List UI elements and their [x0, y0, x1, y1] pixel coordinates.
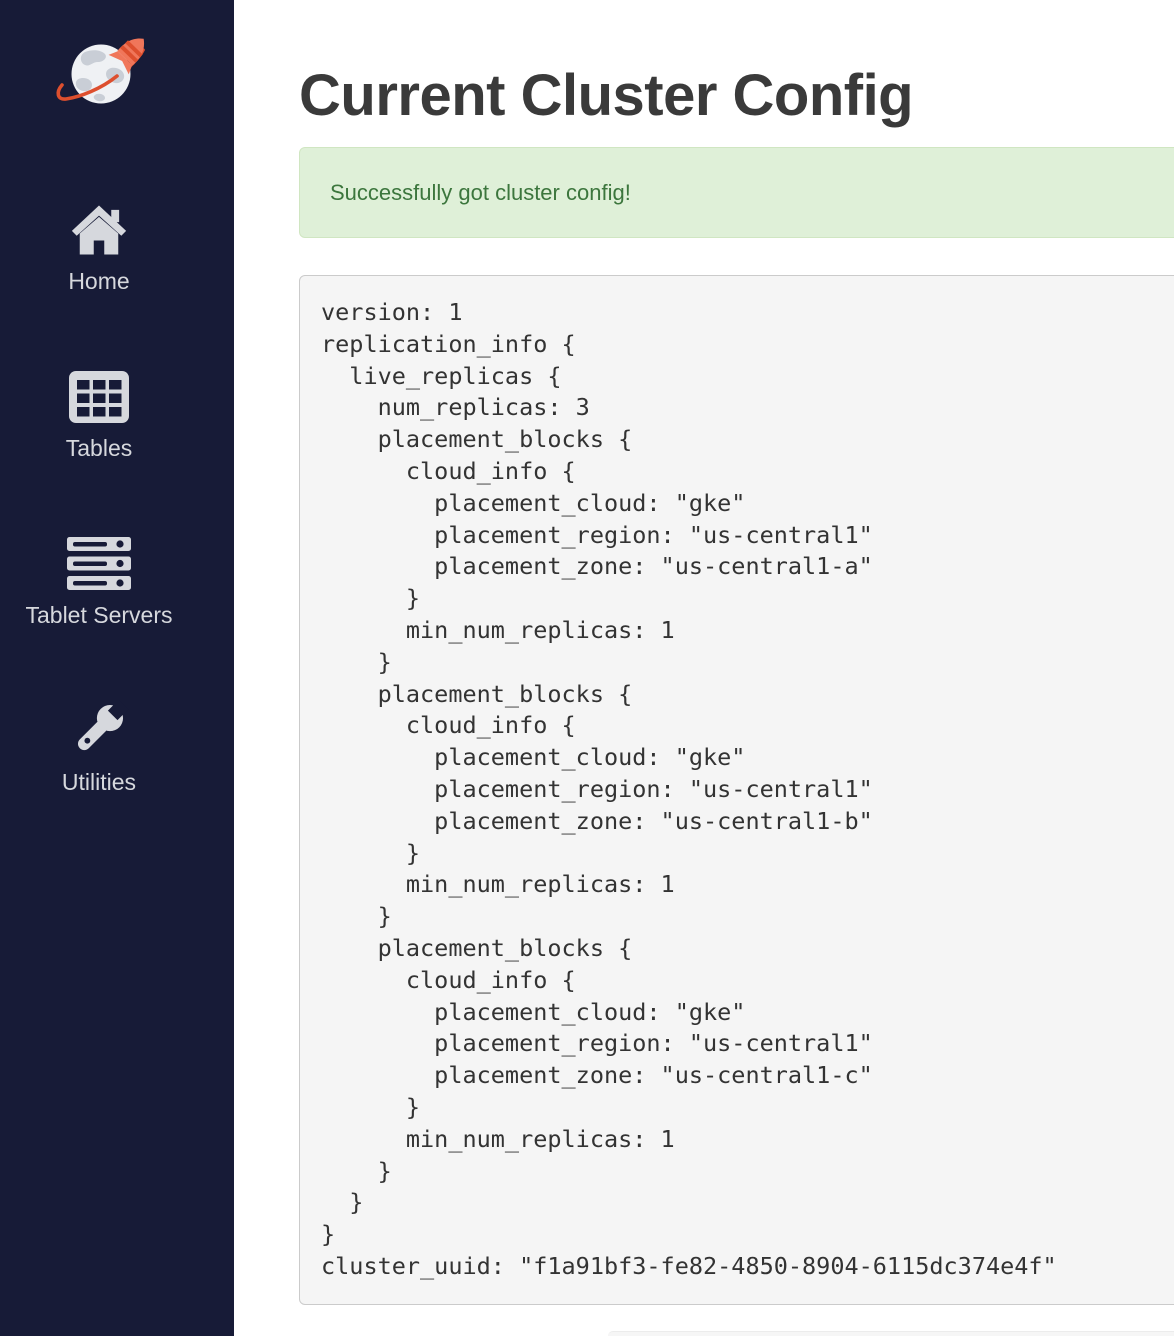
bottom-partial-panel	[608, 1331, 1174, 1336]
table-icon	[68, 371, 129, 423]
cluster-config-code-block: version: 1 replication_info { live_repli…	[299, 275, 1174, 1305]
sidebar: Home Tables	[0, 0, 234, 1336]
sidebar-nav: Home Tables	[25, 204, 173, 872]
sidebar-item-label: Home	[68, 268, 130, 294]
globe-rocket-logo-icon	[56, 38, 145, 104]
sidebar-item-label: Tablet Servers	[25, 602, 173, 628]
wrench-icon	[68, 700, 130, 757]
servers-icon	[66, 537, 131, 590]
page-title: Current Cluster Config	[299, 63, 914, 128]
sidebar-item-tables[interactable]: Tables	[66, 371, 132, 462]
home-icon	[71, 204, 127, 256]
sidebar-item-label: Tables	[65, 435, 133, 461]
sidebar-item-home[interactable]: Home	[68, 204, 130, 295]
sidebar-item-label: Utilities	[61, 769, 137, 795]
sidebar-item-tablet-servers[interactable]: Tablet Servers	[25, 537, 173, 629]
sidebar-item-utilities[interactable]: Utilities	[61, 700, 137, 796]
success-alert: Successfully got cluster config!	[299, 147, 1174, 238]
main-content: Current Cluster Config Successfully got …	[234, 0, 1174, 1336]
success-alert-message: Successfully got cluster config!	[330, 180, 631, 205]
app-logo[interactable]	[55, 34, 155, 104]
